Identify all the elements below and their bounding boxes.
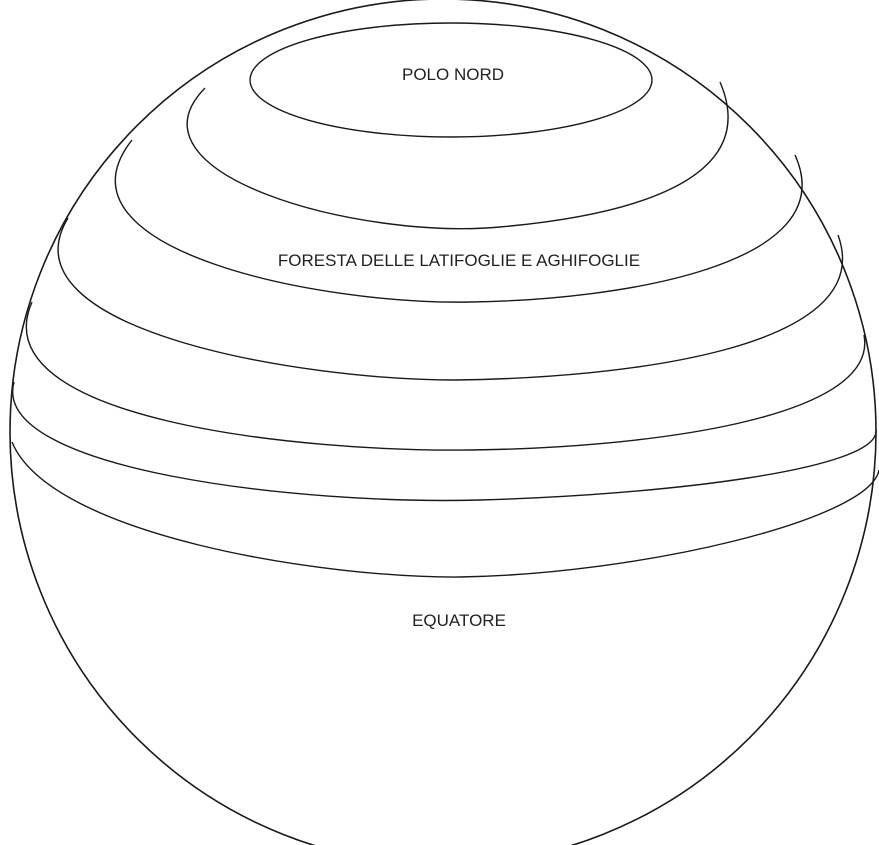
globe-outline (10, 0, 876, 845)
latitude-band-6 (12, 442, 879, 577)
latitude-band-5 (13, 382, 876, 500)
latitude-band-4 (26, 302, 864, 450)
forest-zone-label: FORESTA DELLE LATIFOGLIE E AGHIFOGLIE (278, 251, 640, 270)
north-pole-label: POLO NORD (402, 65, 504, 84)
equator-label: EQUATORE (412, 611, 506, 630)
latitude-band-3 (58, 218, 842, 380)
latitude-band-2 (115, 140, 802, 302)
